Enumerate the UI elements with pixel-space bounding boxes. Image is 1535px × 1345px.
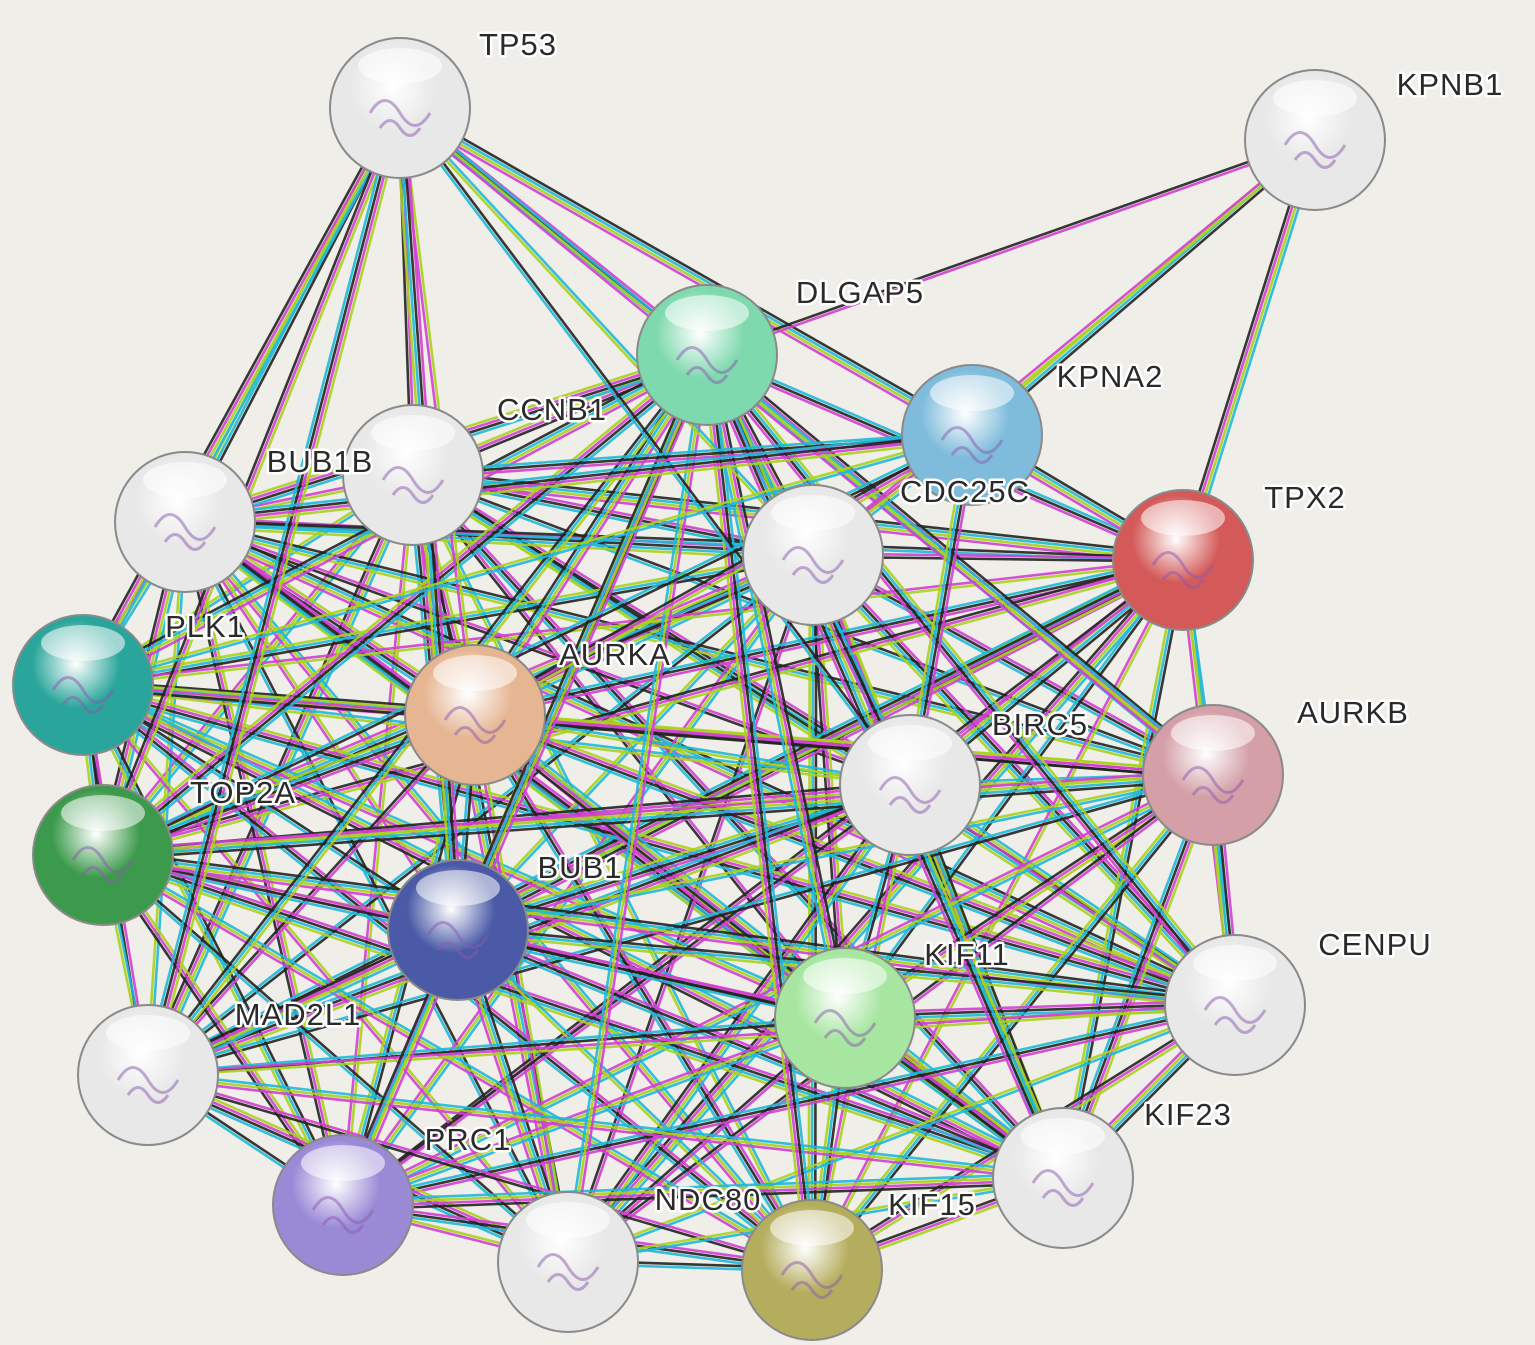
edge-PLK1-NDC80 (80, 683, 571, 1264)
protein-structure-icon (381, 466, 445, 504)
edge-AURKA-MAD2L1 (145, 713, 478, 1077)
node-label-bub1: BUB1 (538, 850, 623, 885)
edges-layer (76, 102, 1321, 1275)
node-ndc80[interactable] (497, 1191, 639, 1333)
protein-structure-icon (781, 546, 845, 584)
protein-structure-icon (1203, 996, 1267, 1034)
edge-TOP2A-KIF23 (101, 849, 1065, 1184)
node-label-dlgap5: DLGAP5 (796, 275, 924, 310)
node-kpna2[interactable] (901, 364, 1043, 506)
protein-structure-icon (1151, 551, 1215, 589)
node-label-kif11: KIF11 (924, 937, 1009, 972)
protein-structure-icon (1031, 1169, 1095, 1207)
edge-KPNA2-BUB1B (184, 428, 973, 529)
edge-TP53-CDC25C (397, 106, 816, 557)
edge-PRC1-KIF23 (342, 1171, 1064, 1212)
protein-structure-icon (51, 676, 115, 714)
node-label-tp53: TP53 (479, 27, 557, 62)
node-birc5[interactable] (839, 714, 981, 856)
protein-structure-icon (443, 706, 507, 744)
node-tpx2[interactable] (1112, 489, 1254, 631)
edge-PLK1-KIF23 (80, 679, 1066, 1184)
edge-TP53-BIRC5 (397, 106, 913, 787)
edge-KPNB1-TPX2 (1177, 138, 1321, 562)
node-label-mad2l1: MAD2L1 (235, 997, 362, 1032)
node-label-tpx2: TPX2 (1264, 480, 1346, 515)
node-label-bub1b: BUB1B (267, 444, 374, 479)
edge-MAD2L1-KIF23 (147, 1070, 1064, 1183)
node-kif23[interactable] (992, 1107, 1134, 1249)
edge-AURKA-AURKB (474, 710, 1214, 780)
protein-structure-icon (368, 99, 432, 137)
protein-structure-icon (116, 1066, 180, 1104)
edge-NDC80-DLGAP5 (563, 354, 712, 1263)
edge-CENPU-MAD2L1 (147, 1002, 1236, 1078)
node-label-ccnb1: CCNB1 (497, 392, 607, 427)
protein-structure-icon (536, 1253, 600, 1291)
node-label-birc5: BIRC5 (992, 707, 1088, 742)
edge-TP53-KPNA2 (396, 102, 976, 441)
edge-TOP2A-DLGAP5 (99, 350, 711, 860)
edge-PRC1-DLGAP5 (337, 352, 713, 1208)
node-kif11[interactable] (774, 947, 916, 1089)
edge-BUB1B-BUB1 (182, 520, 461, 932)
node-kif15[interactable] (741, 1199, 883, 1341)
node-bub1[interactable] (387, 859, 529, 1001)
node-label-prc1: PRC1 (425, 1122, 512, 1157)
edge-KPNB1-DLGAP5 (706, 137, 1316, 358)
node-cenpu[interactable] (1164, 934, 1306, 1076)
node-dlgap5[interactable] (636, 284, 778, 426)
edge-BIRC5-NDC80 (563, 781, 915, 1266)
node-cdc25c[interactable] (742, 484, 884, 626)
edge-TOP2A-KIF15 (100, 851, 815, 1274)
protein-structure-icon (426, 921, 490, 959)
node-label-top2a: TOP2A (190, 775, 296, 810)
node-top2a[interactable] (32, 784, 174, 926)
edge-CENPU-NDC80 (566, 1002, 1237, 1265)
edge-AURKA-KIF15 (471, 712, 816, 1273)
protein-structure-icon (780, 1261, 844, 1299)
edge-KPNA2-PLK1 (82, 432, 973, 688)
node-bub1b[interactable] (114, 451, 256, 593)
edge-AURKB-KIF23 (1057, 772, 1219, 1181)
edge-TP53-TOP2A (98, 106, 405, 857)
protein-structure-icon (940, 426, 1004, 464)
node-label-cdc25c: CDC25C (900, 474, 1030, 509)
node-aurkb[interactable] (1142, 704, 1284, 846)
protein-structure-icon (675, 346, 739, 384)
edge-TPX2-PLK1 (82, 557, 1184, 688)
node-label-kpna2: KPNA2 (1057, 359, 1164, 394)
node-prc1[interactable] (272, 1134, 414, 1276)
protein-structure-icon (1283, 131, 1347, 169)
node-kpnb1[interactable] (1244, 69, 1386, 211)
node-plk1[interactable] (12, 614, 154, 756)
node-tp53[interactable] (329, 37, 471, 179)
node-label-cenpu: CENPU (1318, 927, 1432, 962)
node-ccnb1[interactable] (342, 404, 484, 546)
edge-TP53-MAD2L1 (142, 106, 406, 1077)
edge-PLK1-CENPU (81, 679, 1237, 1011)
protein-structure-icon (878, 776, 942, 814)
node-label-ndc80: NDC80 (655, 1182, 762, 1217)
protein-structure-icon (1181, 766, 1245, 804)
node-label-kif23: KIF23 (1144, 1097, 1232, 1132)
edge-TP53-PLK1 (77, 105, 406, 688)
nodes-layer (12, 37, 1386, 1341)
protein-structure-icon (813, 1009, 877, 1047)
node-label-plk1: PLK1 (165, 609, 245, 644)
node-label-aurkb: AURKB (1297, 695, 1409, 730)
edge-AURKB-TOP2A (102, 768, 1214, 862)
edge-AURKB-BUB1 (457, 772, 1214, 933)
node-label-kpnb1: KPNB1 (1397, 67, 1504, 102)
protein-structure-icon (311, 1196, 375, 1234)
node-label-kif15: KIF15 (888, 1187, 976, 1222)
protein-structure-icon (71, 846, 135, 884)
node-mad2l1[interactable] (77, 1004, 219, 1146)
node-label-aurka: AURKA (559, 637, 671, 672)
edge-CENPU-DLGAP5 (702, 351, 1240, 1009)
protein-structure-icon (153, 513, 217, 551)
node-aurka[interactable] (404, 644, 546, 786)
